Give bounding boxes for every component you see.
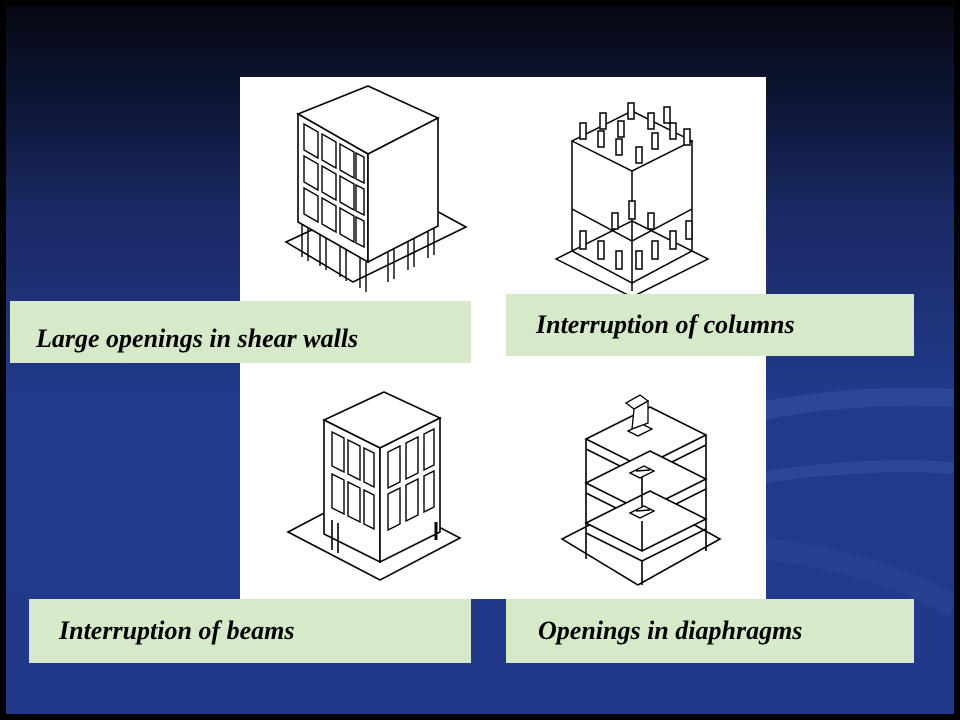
building-with-interrupted-beams-icon [284,390,464,590]
building-with-diaphragm-openings-icon [556,389,726,599]
caption-shear-walls: Large openings in shear walls [10,301,471,363]
caption-shear-walls-text: Large openings in shear walls [36,324,359,353]
caption-diaphragms-text: Openings in diaphragms [538,616,803,645]
caption-beams: Interruption of beams [29,599,471,663]
caption-columns-text: Interruption of columns [536,310,795,339]
building-with-interrupted-columns-icon [552,101,712,301]
caption-beams-text: Interruption of beams [59,616,295,645]
caption-diaphragms: Openings in diaphragms [506,599,914,663]
caption-columns: Interruption of columns [506,294,914,356]
building-with-shear-wall-openings-icon [278,82,468,307]
